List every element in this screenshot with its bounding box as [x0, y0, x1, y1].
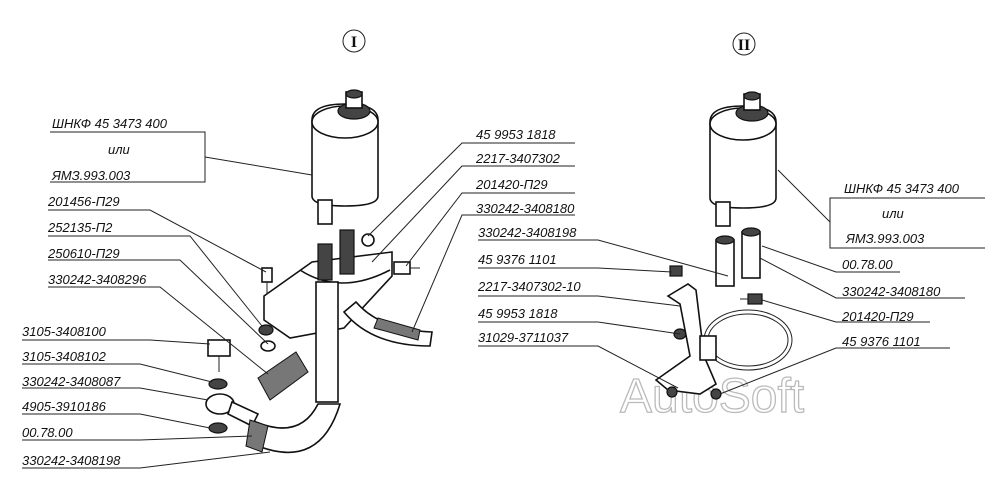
label-right-reservoir: ШНКФ 45 3473 400: [844, 181, 960, 196]
bolt-201420-left: [393, 261, 420, 275]
label-left-reservoir: ШНКФ 45 3473 400: [52, 116, 168, 131]
leaders-left: [22, 131, 575, 469]
hose-sleeve-left: [257, 351, 309, 401]
label-right-330242-3408180: 330242-3408180: [842, 284, 941, 299]
banjo-bolt: [207, 339, 231, 372]
bolt-right-1: [669, 265, 683, 277]
label-252135: 252135-П2: [47, 220, 113, 235]
label-right-2217-3407302-10: 2217-3407302-10: [477, 279, 581, 294]
hose-stubs-right: [715, 227, 761, 287]
label-right-or: или: [882, 206, 904, 221]
label-right-330242-3408198: 330242-3408198: [478, 225, 577, 240]
label-330242-3408296: 330242-3408296: [48, 272, 147, 287]
label-left-or: или: [108, 142, 130, 157]
label-right-00-78-00: 00.78.00: [842, 257, 893, 272]
label-right-45-9376-1101-a: 45 9376 1101: [478, 252, 557, 267]
return-hose-left: [342, 300, 433, 347]
label-right-45-9376-1101-b: 45 9376 1101: [842, 334, 921, 349]
reservoir-right: [709, 91, 777, 227]
label-left-reservoir-alt: ЯМЗ.993.003: [51, 168, 131, 183]
view-marker-right: II: [732, 32, 756, 56]
label-right-reservoir-alt: ЯМЗ.993.003: [845, 231, 925, 246]
labels-right: ШНКФ 45 3473 400 или ЯМЗ.993.003 330242-…: [477, 181, 960, 349]
label-330242-3408087: 330242-3408087: [22, 374, 121, 389]
label-left-330242-3408198: 330242-3408198: [22, 453, 121, 468]
label-201456: 201456-П29: [47, 194, 120, 209]
bolt-right-2: [740, 293, 763, 305]
view-marker-left: I: [342, 29, 366, 53]
label-4905-3910186: 4905-3910186: [22, 399, 107, 414]
label-3105-3408100: 3105-3408100: [22, 324, 107, 339]
clamp-left: [361, 233, 375, 247]
view-marker-right-text: II: [738, 37, 750, 54]
pipe-left: [315, 281, 339, 403]
labels-left: ШНКФ 45 3473 400 или ЯМЗ.993.003 201456-…: [22, 116, 575, 468]
label-250610: 250610-П29: [47, 246, 120, 261]
label-left-45-9953-1818: 45 9953 1818: [476, 127, 556, 142]
supply-hose-left: [245, 403, 342, 454]
bolt-201456: [261, 267, 273, 294]
reservoir-left: [311, 89, 379, 225]
washers-left: [258, 324, 276, 352]
label-3105-3408102: 3105-3408102: [22, 349, 107, 364]
label-right-31029-3711037: 31029-3711037: [478, 330, 569, 345]
label-left-2217-3407302: 2217-3407302: [475, 151, 561, 166]
label-right-201420: 201420-П29: [841, 309, 914, 324]
leaders-right: [478, 169, 985, 395]
label-right-45-9953-1818: 45 9953 1818: [478, 306, 558, 321]
label-left-00-78-00: 00.78.00: [22, 425, 73, 440]
label-left-201420: 201420-П29: [475, 177, 548, 192]
view-marker-left-text: I: [351, 34, 357, 51]
label-left-330242-3408180: 330242-3408180: [476, 201, 575, 216]
clamp-ring-right: [699, 309, 793, 371]
